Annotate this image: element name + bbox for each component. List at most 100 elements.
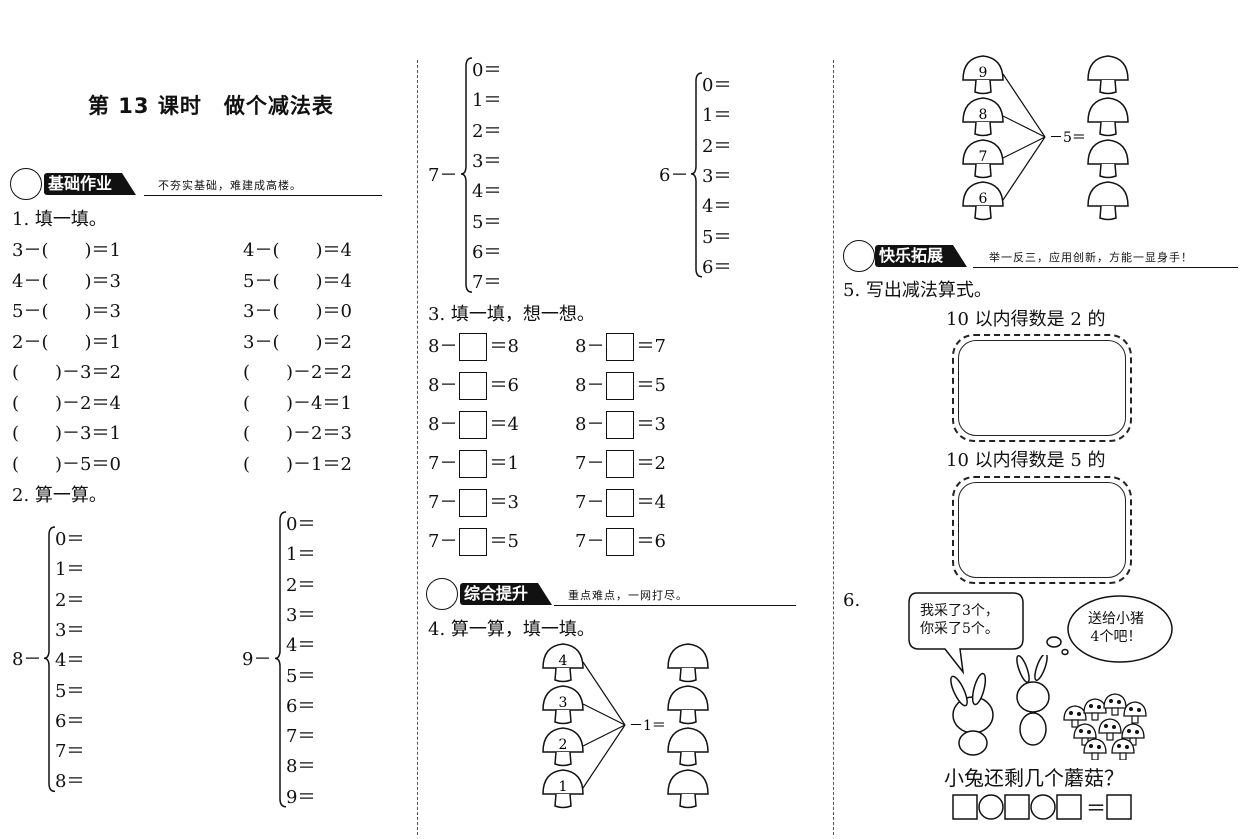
brace-item[interactable]: 4＝ xyxy=(55,650,85,672)
mushroom-icon: 4 xyxy=(542,643,584,683)
brace-item[interactable]: 4＝ xyxy=(472,181,502,203)
fill-blank-row[interactable]: ( )－2＝4 xyxy=(12,392,121,414)
brace-item[interactable]: 7＝ xyxy=(55,741,85,763)
section-banner-extension: 快乐拓展 举一反三，应用创新，方能一显身手！ xyxy=(843,240,1238,272)
banner-slogan: 不夯实基础，难建成高楼。 xyxy=(158,179,302,192)
brace-lead: 7－ xyxy=(428,165,458,187)
box-equation: 8－＝8 xyxy=(428,332,519,361)
brace-item[interactable]: 2＝ xyxy=(286,574,316,596)
mushroom-number: 8 xyxy=(979,107,988,123)
answer-box[interactable] xyxy=(459,528,488,556)
column-divider xyxy=(417,60,418,835)
mushroom-icon xyxy=(667,685,709,725)
banner-label: 综合提升 xyxy=(460,583,553,605)
answer-box[interactable] xyxy=(606,372,635,400)
brace-item[interactable]: 6＝ xyxy=(286,695,316,717)
brace-item[interactable]: 3＝ xyxy=(472,150,502,172)
brace-item[interactable]: 2＝ xyxy=(702,135,732,157)
fill-blank-row[interactable]: 4－( )＝3 xyxy=(12,270,121,292)
answer-box[interactable] xyxy=(606,450,635,478)
fill-blank-row[interactable]: 3－( )＝1 xyxy=(12,240,121,261)
equation-result: ＝7 xyxy=(636,336,666,357)
equation-result: ＝4 xyxy=(636,492,666,513)
equation-lead: 8－ xyxy=(428,336,458,357)
brace-item[interactable]: 7＝ xyxy=(286,726,316,748)
answer-box[interactable] xyxy=(459,489,488,517)
brace-item[interactable]: 2＝ xyxy=(472,120,502,142)
mushroom-icon xyxy=(1087,97,1129,137)
brace-item[interactable]: 8＝ xyxy=(55,771,85,793)
brace-item[interactable]: 6＝ xyxy=(702,256,732,278)
brace-item[interactable]: 0＝ xyxy=(472,60,502,81)
box-equation: 7－＝3 xyxy=(428,488,519,517)
brace-item[interactable]: 1＝ xyxy=(286,544,316,566)
fill-blank-row[interactable]: 2－( )＝1 xyxy=(12,331,121,353)
brace-item[interactable]: 5＝ xyxy=(472,211,502,233)
fill-blank-row[interactable]: ( )－2＝3 xyxy=(243,423,352,444)
answer-box[interactable] xyxy=(459,450,488,478)
mushroom-number: 1 xyxy=(559,779,568,795)
brace-item[interactable]: 8＝ xyxy=(286,756,316,778)
brace-item[interactable]: 6＝ xyxy=(55,710,85,732)
answer-box[interactable] xyxy=(606,489,635,517)
fill-blank-row[interactable]: 5－( )＝4 xyxy=(243,270,352,292)
brace-item[interactable]: 0＝ xyxy=(55,529,85,550)
brace-item[interactable]: 5＝ xyxy=(702,226,732,248)
brace-item[interactable]: 4＝ xyxy=(702,196,732,218)
mushroom-icon: 1 xyxy=(542,769,584,809)
fill-blank-row[interactable]: 4－( )＝4 xyxy=(243,240,352,261)
spotted-mushroom-icon xyxy=(1083,698,1107,721)
fill-blank-row[interactable]: 3－( )＝0 xyxy=(243,301,352,322)
brace-item[interactable]: 6＝ xyxy=(472,241,502,263)
mushroom-icon: 6 xyxy=(962,181,1004,221)
equation-lead: 7－ xyxy=(575,531,605,552)
fill-blank-row[interactable]: ( )－2＝2 xyxy=(243,362,352,383)
page-title: 第 13 课时 做个减法表 xyxy=(88,94,334,118)
box-equation: 8－＝7 xyxy=(575,332,666,361)
mushroom-icon xyxy=(1087,55,1129,95)
answer-box-1 xyxy=(952,794,978,820)
brace-item[interactable]: 1＝ xyxy=(55,559,85,581)
brace-item[interactable]: 3＝ xyxy=(286,604,316,626)
answer-box[interactable] xyxy=(459,333,488,361)
fill-blank-row[interactable]: ( )－3＝2 xyxy=(12,362,121,383)
equation-result: ＝5 xyxy=(489,531,519,552)
brace-item[interactable]: 4＝ xyxy=(286,635,316,657)
brace-item[interactable]: 2＝ xyxy=(55,589,85,611)
brace-item[interactable]: 9＝ xyxy=(286,786,316,808)
rabbits-mushrooms-illustration xyxy=(950,655,1147,760)
rabbit-icon xyxy=(1016,655,1050,746)
brace-item[interactable]: 1＝ xyxy=(702,105,732,127)
answer-box[interactable] xyxy=(606,528,635,556)
brace-lead: 9－ xyxy=(242,649,272,671)
equation-result: ＝2 xyxy=(636,453,666,474)
answer-box[interactable] xyxy=(459,372,488,400)
brace-item[interactable]: 1＝ xyxy=(472,90,502,112)
fill-blank-row[interactable]: 3－( )＝2 xyxy=(243,331,352,353)
answer-box[interactable] xyxy=(606,411,635,439)
brace-item[interactable]: 0＝ xyxy=(702,75,732,96)
column-divider xyxy=(833,60,834,835)
fill-blank-row[interactable]: ( )－4＝1 xyxy=(243,392,352,414)
fill-blank-row[interactable]: 5－( )＝3 xyxy=(12,301,121,322)
answer-box[interactable] xyxy=(459,411,488,439)
box-equation: 7－＝6 xyxy=(575,527,666,556)
brace-item[interactable]: 5＝ xyxy=(286,665,316,687)
answer-box-result-2[interactable] xyxy=(952,334,1132,442)
mushroom-number: 3 xyxy=(559,695,568,711)
brace-item[interactable]: 7＝ xyxy=(472,272,502,294)
box-equation: 7－＝4 xyxy=(575,488,666,517)
brace-item[interactable]: 3＝ xyxy=(702,165,732,187)
answer-box-3 xyxy=(1056,794,1082,820)
brace-item[interactable]: 0＝ xyxy=(286,514,316,535)
brace-item[interactable]: 3＝ xyxy=(55,619,85,641)
answer-box-result-5[interactable] xyxy=(952,476,1132,584)
mushroom-icon xyxy=(1087,181,1129,221)
brace-item[interactable]: 5＝ xyxy=(55,680,85,702)
fill-blank-row[interactable]: ( )－3＝1 xyxy=(12,423,121,444)
answer-box[interactable] xyxy=(606,333,635,361)
rabbit-icon xyxy=(950,672,994,756)
fill-blank-row[interactable]: ( )－1＝2 xyxy=(243,453,352,475)
fill-blank-row[interactable]: ( )－5＝0 xyxy=(12,453,121,475)
operator-circle-1 xyxy=(978,794,1004,820)
